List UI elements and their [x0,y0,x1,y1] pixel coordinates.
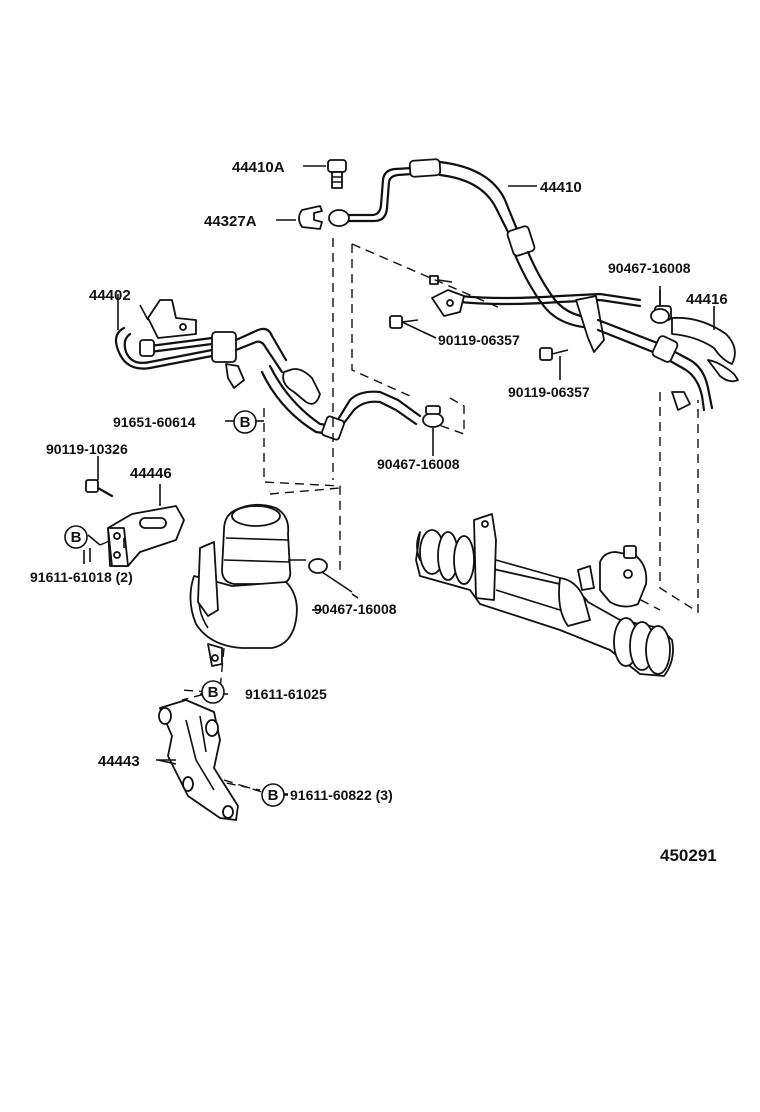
label-91611-61018: 91611-61018 (2) [30,569,133,585]
bracket-icon [157,699,239,821]
label-91651-60614: 91651-60614 [113,414,196,430]
bracket-icon [85,456,185,567]
hose-icon [431,289,739,412]
label-44410A: 44410A [232,159,285,176]
bolt-icon [389,275,569,380]
svg-text:B: B [240,414,251,431]
diagram-code: 450291 [660,846,717,865]
clamp-icon [276,205,350,230]
label-91611-60822: 91611-60822 (3) [290,787,393,803]
hose-icon [114,294,422,441]
label-44402: 44402 [89,287,131,304]
label-44443: 44443 [98,753,140,770]
svg-text:B: B [268,787,279,804]
svg-text:B: B [208,684,219,701]
hose-icon [343,158,600,330]
b-marker-91611-61025: B [201,680,225,704]
label-44327A: 44327A [204,213,257,230]
label-90467-16008-top: 90467-16008 [608,260,691,276]
label-44446: 44446 [130,465,172,482]
label-44416: 44416 [686,291,728,308]
svg-text:B: B [71,529,82,546]
label-91611-61025: 91611-61025 [245,686,327,702]
label-44410: 44410 [540,179,582,196]
label-90467-16008-low: 90467-16008 [314,601,397,617]
clamp-icon [422,405,444,456]
b-marker-91611-60822: B [261,783,285,807]
label-90119-06357-b: 90119-06357 [508,384,590,400]
pump-icon [189,503,353,667]
label-90119-06357-a: 90119-06357 [438,332,520,348]
b-marker-91611-61018: B [64,525,88,549]
label-90119-10326: 90119-10326 [46,441,128,457]
label-90467-16008-mid: 90467-16008 [377,456,460,472]
b-marker-91651: B [233,410,257,434]
steering-rack-icon [415,513,674,677]
bolt-icon [303,159,347,189]
